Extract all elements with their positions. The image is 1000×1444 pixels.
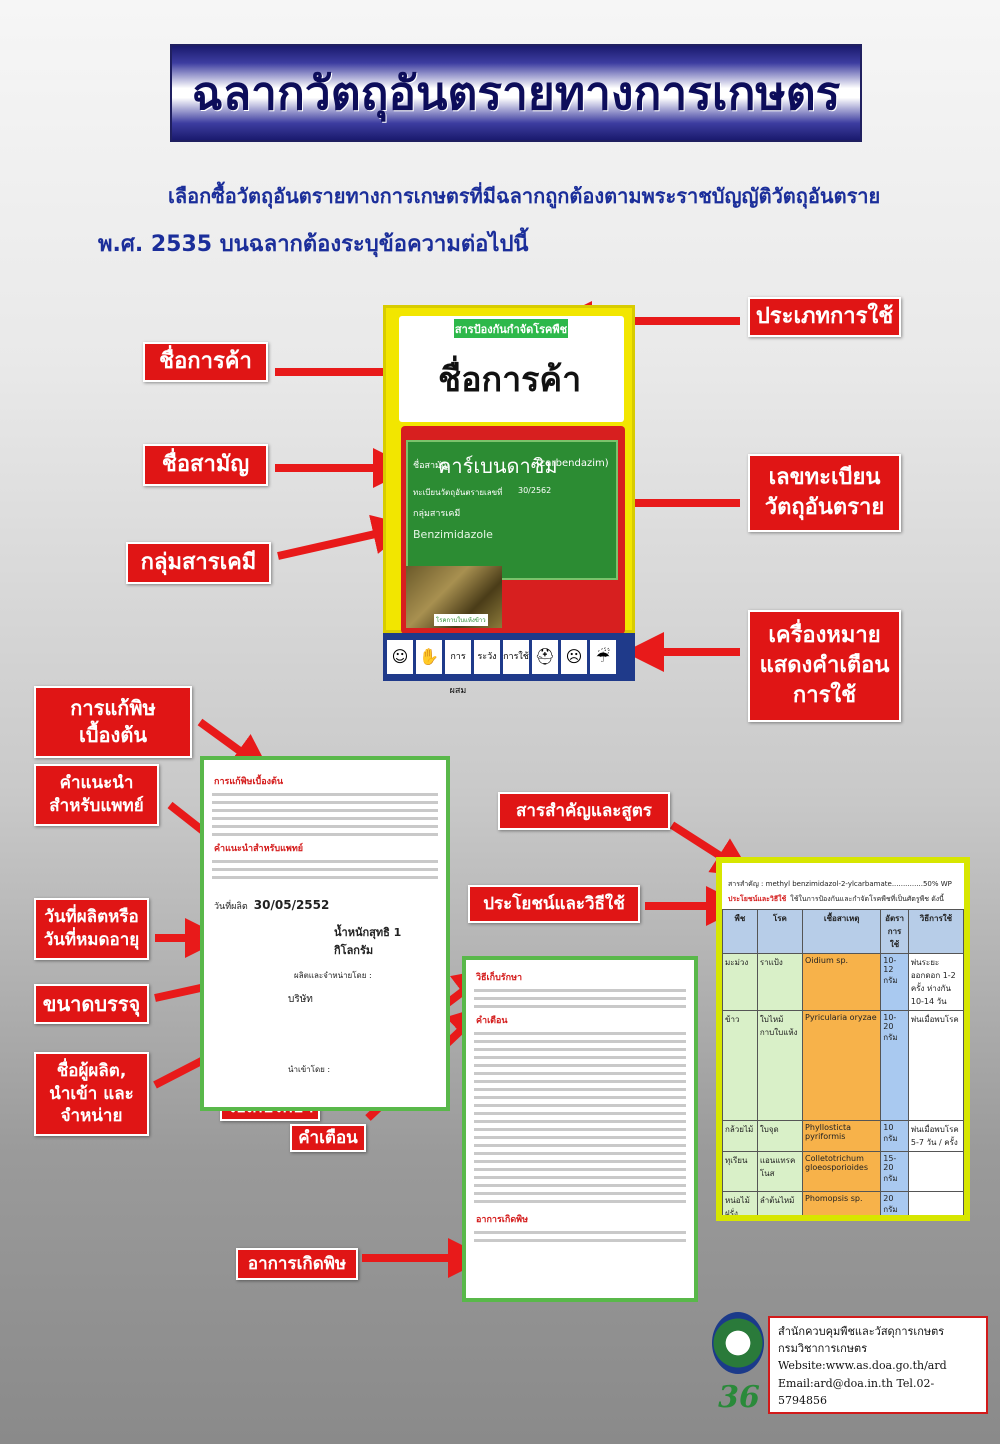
storage-heading: วิธีเก็บรักษา (476, 973, 523, 983)
callout-dates-line-2: วันที่หมดอายุ (43, 930, 140, 950)
date-value: 30/05/2552 (253, 898, 330, 912)
common-name-prefix: ชื่อสามัญ (413, 461, 449, 471)
title-banner: ฉลากวัตถุอันตรายทางการเกษตร (170, 44, 862, 142)
importer-label: นำเข้าโดย : (288, 1065, 331, 1074)
photo-caption: โรคกาบใบแห้งข้าว (434, 614, 488, 626)
callout-doctor-line-2: สำหรับแพทย์ (49, 796, 144, 816)
common-name: คาร์เบนดาซิม (438, 454, 558, 478)
date-label: วันที่ผลิต (214, 902, 248, 912)
gloves-icon: ✋ (416, 640, 442, 674)
callout-usage-type: ประเภทการใช้ (748, 297, 901, 337)
first-aid-heading: การแก้พิษเบื้องต้น (214, 777, 284, 787)
callout-chem-group: กลุ่มสารเคมี (126, 542, 271, 584)
chem-group: Benzimidazole (413, 528, 493, 541)
common-name-en: (carbendazim) (536, 458, 609, 469)
front-label: สารป้องกันกำจัดโรคพืช ชื่อการค้า ชื่อสาม… (383, 305, 635, 634)
chem-group-label: กลุ่มสารเคมี (413, 509, 461, 519)
callout-first-aid-line-1: การแก้พิษ (70, 696, 156, 720)
pictogram-label-caution: ระวัง (474, 640, 500, 674)
back-label-left: การแก้พิษเบื้องต้น คำแนะนำสำหรับแพทย์ วั… (200, 756, 450, 1111)
col-method: วิธีการใช้ (907, 909, 964, 954)
col-crop: พืช (722, 909, 758, 954)
table-row: หน่อไม้ฝรั่ง ลำต้นไหม้ Phomopsis sp. 20 … (722, 1191, 964, 1215)
callout-warning-line-1: เครื่องหมาย (768, 623, 881, 649)
back-label-right: สารสำคัญ : methyl benzimidazol-2-ylcarba… (716, 857, 970, 1221)
washing-icon: ☔ (590, 640, 616, 674)
ingredient-line: สารสำคัญ : methyl benzimidazol-2-ylcarba… (728, 880, 952, 888)
page-title: ฉลากวัตถุอันตรายทางการเกษตร (191, 65, 841, 120)
rice-disease-photo: โรคกาบใบแห้งข้าว (406, 566, 502, 628)
usage-table: พืช โรค เชื้อสาเหตุ อัตราการใช้ วิธีการใ… (722, 909, 964, 1215)
footer-line-1: สำนักควบคุมพืชและวัสดุการเกษตร (778, 1325, 945, 1338)
mask-icon: ☺ (387, 640, 413, 674)
table-row: ข้าว ใบไหม้ กาบใบแห้ง Pyricularia oryzae… (722, 1010, 964, 1121)
usage-type-tag: สารป้องกันกำจัดโรคพืช (454, 319, 568, 338)
table-row: มะม่วง ราแป้ง Oidium sp. 10-12 กรัม พ่นร… (722, 953, 964, 1011)
callout-manufacturer-line-2: นำเข้า และ (49, 1083, 134, 1104)
callout-manufacturer-line-3: จำหน่าย (60, 1106, 123, 1127)
callout-warning-line-3: การใช้ (792, 682, 857, 708)
green-info-panel: ชื่อสามัญ คาร์เบนดาซิม (carbendazim) ทะเ… (406, 440, 618, 580)
usage-text: ใช้ในการป้องกันและกำจัดโรคพืชที่เป็นศัตร… (790, 895, 944, 903)
callout-doctor-advice: คำแนะนำ สำหรับแพทย์ (34, 764, 159, 826)
col-disease: โรค (756, 909, 804, 954)
table-row: กล้วยไม้ ใบจุด Phyllosticta pyriformis 1… (722, 1120, 964, 1152)
callout-manufacturer-line-1: ชื่อผู้ผลิต, (56, 1060, 127, 1081)
callout-poison-symptoms: อาการเกิดพิษ (236, 1248, 358, 1280)
arrow-chem-group (277, 514, 413, 560)
symptoms-heading: อาการเกิดพิษ (476, 1215, 529, 1225)
callout-ingredient: สารสำคัญและสูตร (498, 792, 670, 830)
callout-registration-line-1: เลขทะเบียน (768, 465, 881, 491)
trade-name-text: ชื่อการค้า (438, 360, 582, 400)
net-weight: น้ำหนักสุทธิ 1 กิโลกรัม (334, 926, 402, 957)
callout-benefit-usage: ประโยชน์และวิธีใช้ (468, 885, 640, 923)
boots-icon: ⛑ (532, 640, 558, 674)
callout-dates-line-1: วันที่ผลิตหรือ (44, 907, 139, 928)
intro-line-1: เลือกซื้อวัตถุอันตรายทางการเกษตรที่มีฉลา… (168, 184, 881, 208)
callout-package-size: ขนาดบรรจุ (34, 984, 149, 1024)
warning-heading: คำเตือน (476, 1016, 508, 1026)
callout-common-name: ชื่อสามัญ (143, 444, 268, 486)
callout-manufacturer: ชื่อผู้ผลิต, นำเข้า และ จำหน่าย (34, 1052, 149, 1136)
pictogram-label-mix: การผสม (445, 640, 471, 696)
anniversary-logo: 36 (718, 1380, 760, 1415)
footer-website[interactable]: Website:www.as.doa.go.th/ard (778, 1359, 947, 1372)
doa-logo (712, 1312, 764, 1374)
callout-warning-line-2: แสดงคำเตือน (759, 653, 890, 679)
callout-doctor-line-1: คำแนะนำ (59, 773, 134, 794)
callout-warning: คำเตือน (290, 1124, 366, 1152)
back-label-middle: วิธีเก็บรักษา คำเตือน อาการเกิดพิษ (462, 956, 698, 1302)
callout-trade-name: ชื่อการค้า (143, 342, 268, 382)
pictogram-strip: ☺ ✋ การผสม ระวัง การใช้ ⛑ ☹ ☔ (383, 633, 635, 696)
col-rate: อัตราการใช้ (880, 909, 909, 954)
producer-label: ผลิตและจำหน่ายโดย : (294, 971, 372, 980)
col-pathogen: เชื้อสาเหตุ (802, 909, 882, 954)
footer-line-2: กรมวิชาการเกษตร (778, 1341, 868, 1355)
usage-heading: ประโยชน์และวิธีใช้ (728, 895, 787, 903)
callout-registration-line-2: วัตถุอันตราย (764, 495, 885, 520)
red-label-body: ชื่อสามัญ คาร์เบนดาซิม (carbendazim) ทะเ… (401, 426, 625, 634)
doctor-heading: คำแนะนำสำหรับแพทย์ (214, 844, 304, 854)
footer-email-phone[interactable]: Email:ard@doa.in.th Tel.02-5794856 (778, 1376, 935, 1408)
registration-no: 30/2562 (518, 486, 552, 495)
company-label: บริษัท (288, 994, 313, 1005)
registration-text: ทะเบียนวัตถุอันตรายเลขที่ (413, 488, 503, 497)
pictogram-label-use: การใช้ (503, 640, 529, 674)
callout-first-aid-line-2: เบื้องต้น (79, 723, 147, 747)
callout-warning-symbol: เครื่องหมาย แสดงคำเตือน การใช้ (748, 610, 901, 722)
callout-dates: วันที่ผลิตหรือ วันที่หมดอายุ (34, 898, 149, 960)
table-row: ทุเรียน แอนแทรคโนส Colletotrichum gloeos… (722, 1151, 964, 1192)
footer-contact: สำนักควบคุมพืชและวัสดุการเกษตร กรมวิชากา… (768, 1316, 988, 1414)
intro-line-2: พ.ศ. 2535 บนฉลากต้องระบุข้อความต่อไปนี้ (98, 232, 529, 257)
callout-first-aid: การแก้พิษ เบื้องต้น (34, 686, 192, 758)
respirator-icon: ☹ (561, 640, 587, 674)
callout-registration: เลขทะเบียน วัตถุอันตราย (748, 454, 901, 532)
